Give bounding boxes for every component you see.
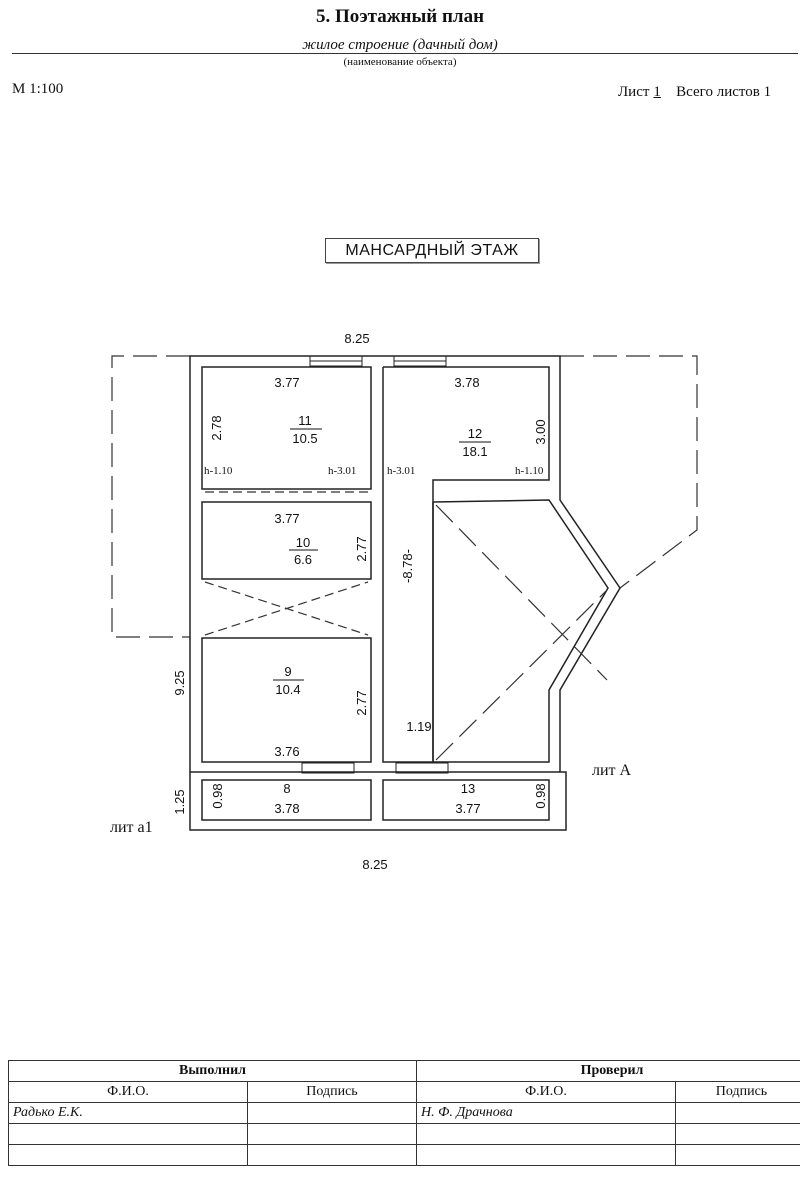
room-13-width: 3.77	[455, 801, 480, 816]
room-12-h-left: h-3.01	[387, 465, 415, 477]
roof-outline-left	[111, 355, 190, 638]
room-12-number: 12	[468, 426, 482, 441]
object-name-underline	[12, 53, 798, 54]
room-8-outline	[201, 779, 372, 821]
stair-diagonal-2	[435, 589, 608, 761]
left-height-dim: 9.25	[172, 670, 187, 695]
room-12-depth: 3.00	[533, 419, 548, 444]
lit-a-label: лит А	[592, 762, 632, 779]
room-11-width: 3.77	[274, 375, 299, 390]
roof-outline-right	[560, 355, 698, 589]
room-10-outline	[201, 501, 372, 580]
void-diagonal-2	[204, 581, 369, 636]
checker-fio-header: Ф.И.О.	[416, 1081, 676, 1103]
lit-a1-label: лит а1	[110, 819, 153, 836]
room-9-number: 9	[284, 664, 291, 679]
room-13-outline	[382, 779, 550, 821]
object-name-caption: (наименование объекта)	[343, 56, 457, 68]
room-11-h-left: h-1.10	[204, 465, 233, 477]
room-10-area: 6.6	[294, 552, 312, 567]
sheet-number: 1	[653, 84, 661, 100]
room-13-number: 13	[461, 781, 475, 796]
room-11-h-right: h-3.01	[328, 465, 356, 477]
performer-name: Радько Е.К.	[8, 1102, 248, 1124]
corridor-length: -8.78-	[400, 549, 415, 583]
checked-header: Проверил	[416, 1060, 800, 1082]
document-title: 5. Поэтажный план	[315, 6, 485, 27]
floor-label: МАНСАРДНЫЙ ЭТАЖ	[325, 238, 539, 263]
checker-name: Н. Ф. Драчнова	[416, 1102, 676, 1124]
total-sheets-label: Всего листов	[676, 84, 760, 100]
performed-header: Выполнил	[8, 1060, 417, 1082]
room-8-depth: 0.98	[210, 783, 225, 808]
room-10-number: 10	[296, 535, 310, 550]
signature-table: Выполнил Проверил Ф.И.О. Подпись Ф.И.О. …	[8, 1060, 800, 1166]
room-12-area: 18.1	[462, 444, 487, 459]
object-name: жилое строение (дачный дом)	[302, 37, 498, 53]
scale-label: М 1:100	[12, 81, 64, 97]
floor-plan: 8.25 8.25 9.25 1.25 3.77 2.78 11 10.5 h-…	[110, 331, 698, 872]
stair-outline	[432, 499, 609, 763]
stair-diagonal-1	[435, 504, 608, 681]
room-9-depth: 2.77	[354, 690, 369, 715]
overall-bottom-dim: 8.25	[362, 857, 387, 872]
room-9-area: 10.4	[275, 682, 300, 697]
room-8-width: 3.78	[274, 801, 299, 816]
room-9-width: 3.76	[274, 744, 299, 759]
checker-signature-header: Подпись	[675, 1081, 800, 1103]
room-9-outline	[201, 637, 372, 763]
performer-signature-header: Подпись	[247, 1081, 417, 1103]
corridor-width: 1.19	[406, 719, 431, 734]
window-room-13	[395, 762, 449, 774]
checker-signature	[675, 1102, 800, 1124]
room-8-number: 8	[283, 781, 290, 796]
room-12-width: 3.78	[454, 375, 479, 390]
window-room-9	[301, 762, 355, 774]
room-12-h-right: h-1.10	[515, 465, 544, 477]
room-12-outline	[382, 366, 550, 763]
sheet-label: Лист	[618, 84, 650, 100]
performer-signature	[247, 1102, 417, 1124]
left-lower-dim: 1.25	[172, 789, 187, 814]
room-10-width: 3.77	[274, 511, 299, 526]
room-11-outline	[201, 366, 372, 490]
room-11-depth: 2.78	[209, 415, 224, 440]
room-11-number: 11	[298, 413, 312, 428]
room-13-depth: 0.98	[533, 783, 548, 808]
performer-fio-header: Ф.И.О.	[8, 1081, 248, 1103]
room-10-depth: 2.77	[354, 536, 369, 561]
total-sheets-value: 1	[763, 84, 772, 100]
overall-top-dim: 8.25	[344, 331, 369, 346]
room-11-area: 10.5	[292, 431, 317, 446]
outer-wall	[189, 355, 621, 831]
